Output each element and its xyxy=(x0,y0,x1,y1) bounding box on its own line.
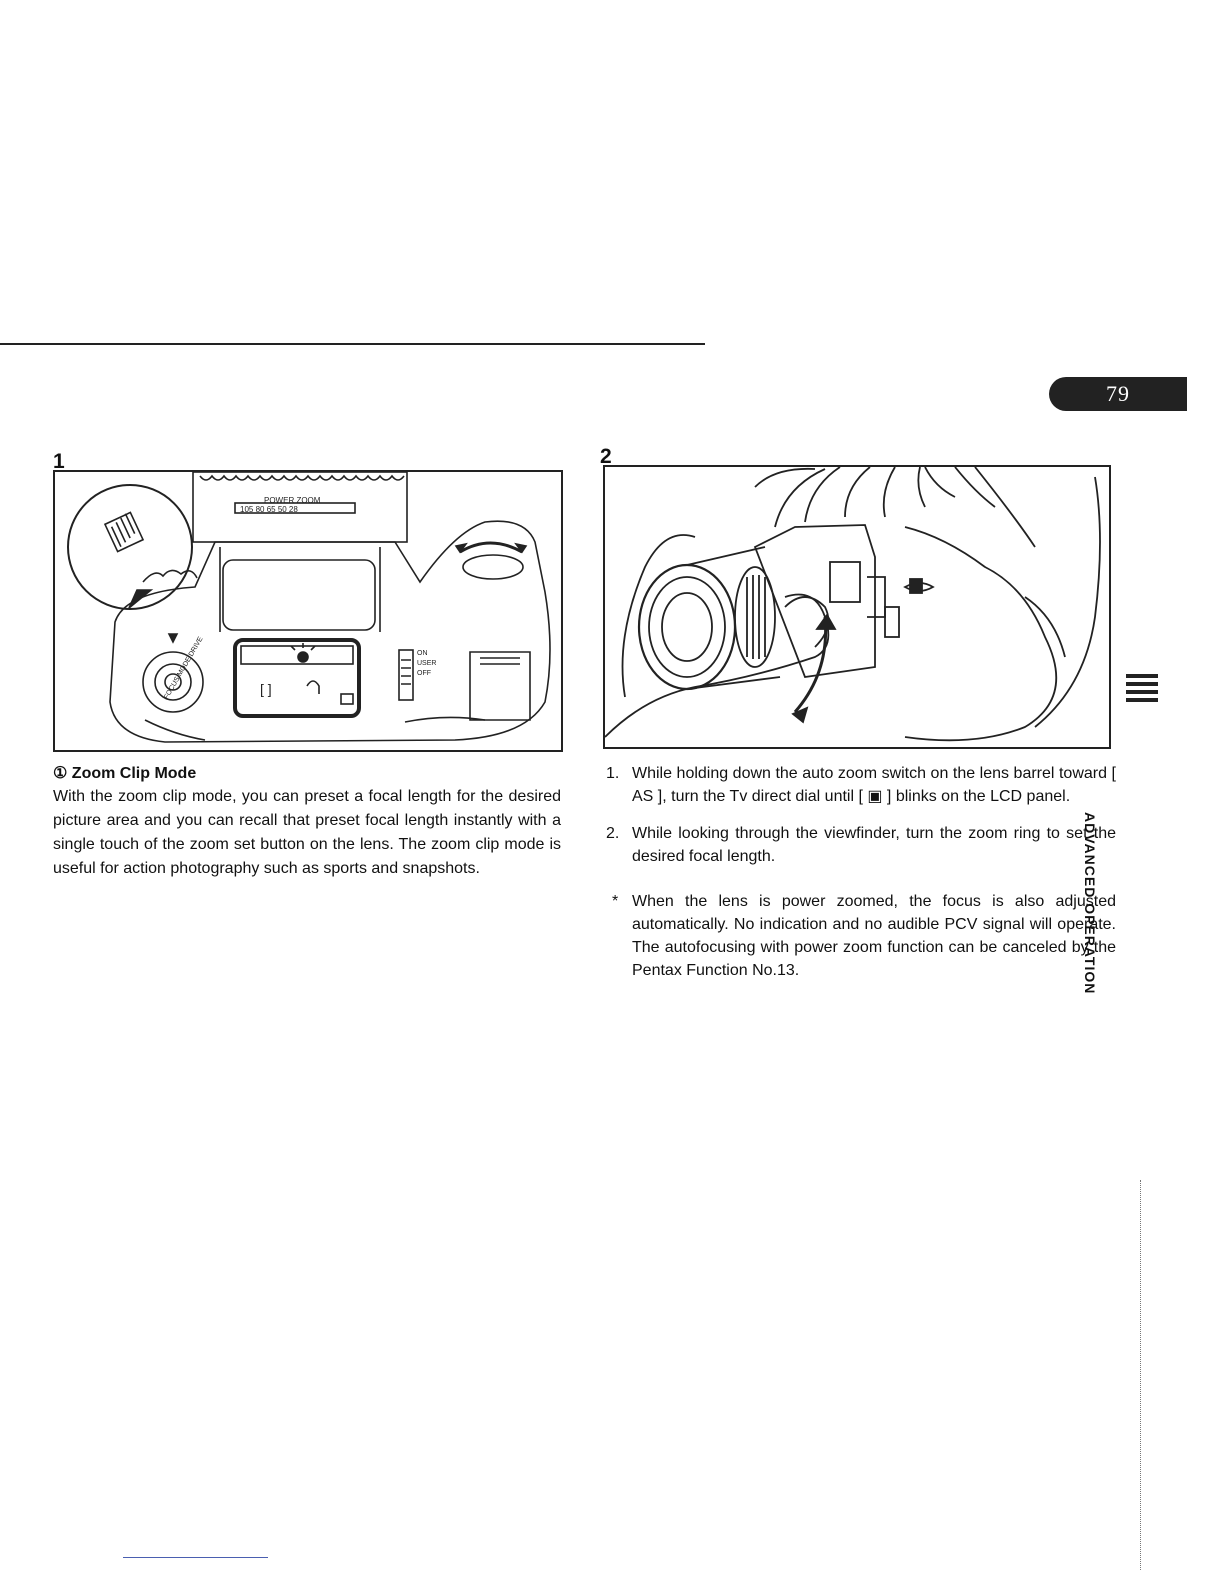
margin-dotted-line xyxy=(1140,1180,1141,1570)
section-body: With the zoom clip mode, you can preset … xyxy=(53,788,561,877)
figure-1-camera-top-illustration: [ ] POWER ZOOM xyxy=(53,470,563,752)
note-marker: * xyxy=(612,893,619,910)
step-1: 1. While holding down the auto zoom swit… xyxy=(606,762,1116,832)
section-title: ① Zoom Clip Mode xyxy=(53,763,561,783)
photographer-drawing xyxy=(605,467,1101,742)
focal-length-scale: 105 80 65 50 28 xyxy=(240,505,298,514)
figure-1-number: 1 xyxy=(53,450,65,473)
power-zoom-label: POWER ZOOM xyxy=(264,496,321,505)
step-2-text: While looking through the viewfinder, tu… xyxy=(632,825,1116,865)
mode-dial-label: FOCUS MODE DRIVE xyxy=(163,636,205,701)
step-2: 2. While looking through the viewfinder,… xyxy=(606,822,1116,872)
footer-rule xyxy=(123,1557,268,1558)
camera-top-drawing: [ ] POWER ZOOM xyxy=(67,472,551,743)
note: * When the lens is power zoomed, the foc… xyxy=(606,890,1116,1010)
header-rule xyxy=(0,343,705,345)
note-text: When the lens is power zoomed, the focus… xyxy=(632,893,1116,979)
section-marker-bars xyxy=(1126,674,1158,706)
page-number: 79 xyxy=(1106,381,1130,406)
figure-2-number: 2 xyxy=(600,445,612,468)
zoom-clip-mode-section: ① Zoom Clip Mode With the zoom clip mode… xyxy=(53,763,561,881)
page-number-tab: 79 xyxy=(1049,377,1187,411)
svg-text:[ ]: [ ] xyxy=(260,681,272,697)
step-1-number: 1. xyxy=(606,765,620,782)
switch-label-user: USER xyxy=(417,660,436,667)
step-1-text: While holding down the auto zoom switch … xyxy=(632,765,1116,805)
figure-2-photographer-illustration xyxy=(603,465,1111,749)
side-section-label: ADVANCED OPERATION xyxy=(1082,812,1098,995)
switch-label-off: OFF xyxy=(417,670,431,677)
circled-number-marker: ① xyxy=(53,765,68,782)
step-2-number: 2. xyxy=(606,825,620,842)
switch-label-on: ON xyxy=(417,650,428,657)
section-title-text: Zoom Clip Mode xyxy=(71,765,197,782)
